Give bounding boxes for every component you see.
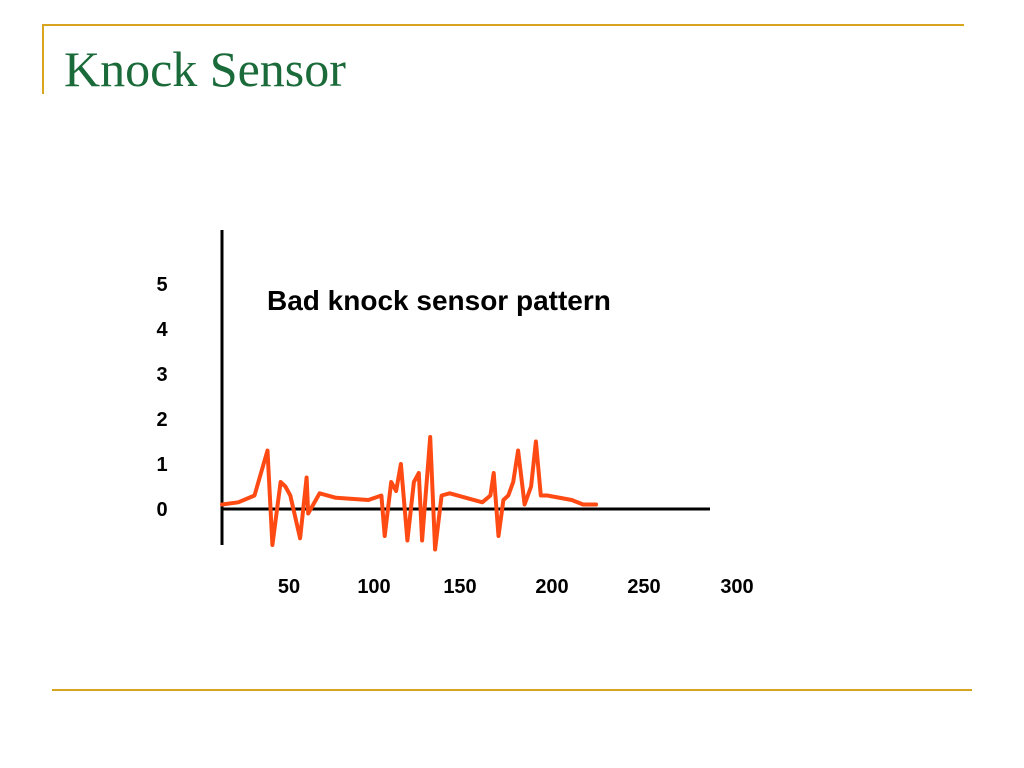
signal-series (220, 435, 599, 552)
x-tick-labels: 50 100 150 200 250 300 (278, 576, 754, 598)
x-tick-label: 50 (278, 576, 300, 598)
frame-top-rule (42, 24, 964, 26)
frame-left-rule (42, 24, 44, 94)
y-tick-label: 4 (156, 319, 168, 341)
y-tick-labels: 0 1 2 3 4 5 (156, 274, 168, 521)
x-tick-label: 200 (535, 576, 568, 598)
y-tick-label: 3 (156, 364, 167, 386)
slide-title: Knock Sensor (64, 41, 346, 97)
chart-annotation: Bad knock sensor pattern (267, 285, 611, 316)
x-tick-label: 300 (720, 576, 753, 598)
frame-bottom-rule (52, 689, 972, 691)
y-tick-label: 2 (156, 409, 167, 431)
x-tick-label: 100 (357, 576, 390, 598)
y-tick-label: 0 (156, 499, 167, 521)
y-tick-label: 1 (156, 454, 167, 476)
x-tick-label: 150 (443, 576, 476, 598)
signal-line (220, 435, 599, 552)
y-tick-label: 5 (156, 274, 167, 296)
x-tick-label: 250 (627, 576, 660, 598)
